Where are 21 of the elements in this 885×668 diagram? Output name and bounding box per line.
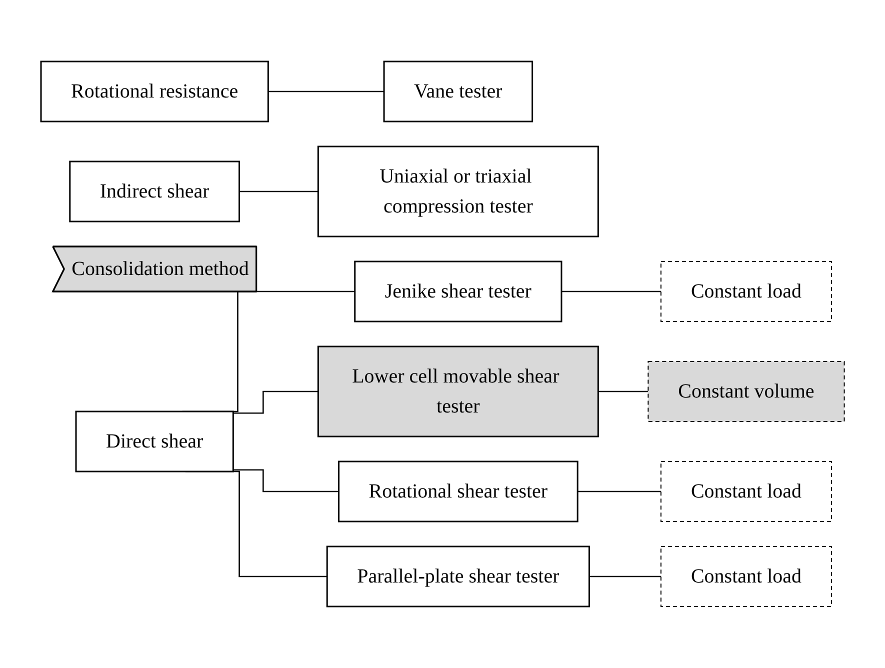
- node-box: Constant volume: [648, 361, 845, 422]
- node-box: Constant load: [660, 546, 832, 607]
- node-box: Jenike shear tester: [354, 260, 562, 322]
- node-box: Parallel-plate shear tester: [326, 546, 590, 608]
- connector: [577, 490, 661, 492]
- connector: [239, 190, 318, 192]
- connector: [233, 390, 318, 414]
- node-box: Rotational shear tester: [338, 460, 578, 522]
- node-box: Indirect shear: [69, 160, 240, 222]
- node-box: Constant load: [660, 461, 832, 522]
- node-box: Uniaxial or triaxial compression tester: [317, 146, 599, 238]
- connector: [598, 390, 648, 392]
- connector: [561, 290, 661, 292]
- node-box: Direct shear: [75, 410, 234, 472]
- connector: [268, 90, 384, 92]
- node-box: Constant load: [660, 261, 832, 322]
- node-box: Vane tester: [383, 60, 533, 122]
- node-box: Lower cell movable shear tester: [317, 346, 599, 438]
- connector: [233, 469, 339, 492]
- connector: [589, 576, 661, 578]
- node-box: Rotational resistance: [40, 60, 269, 122]
